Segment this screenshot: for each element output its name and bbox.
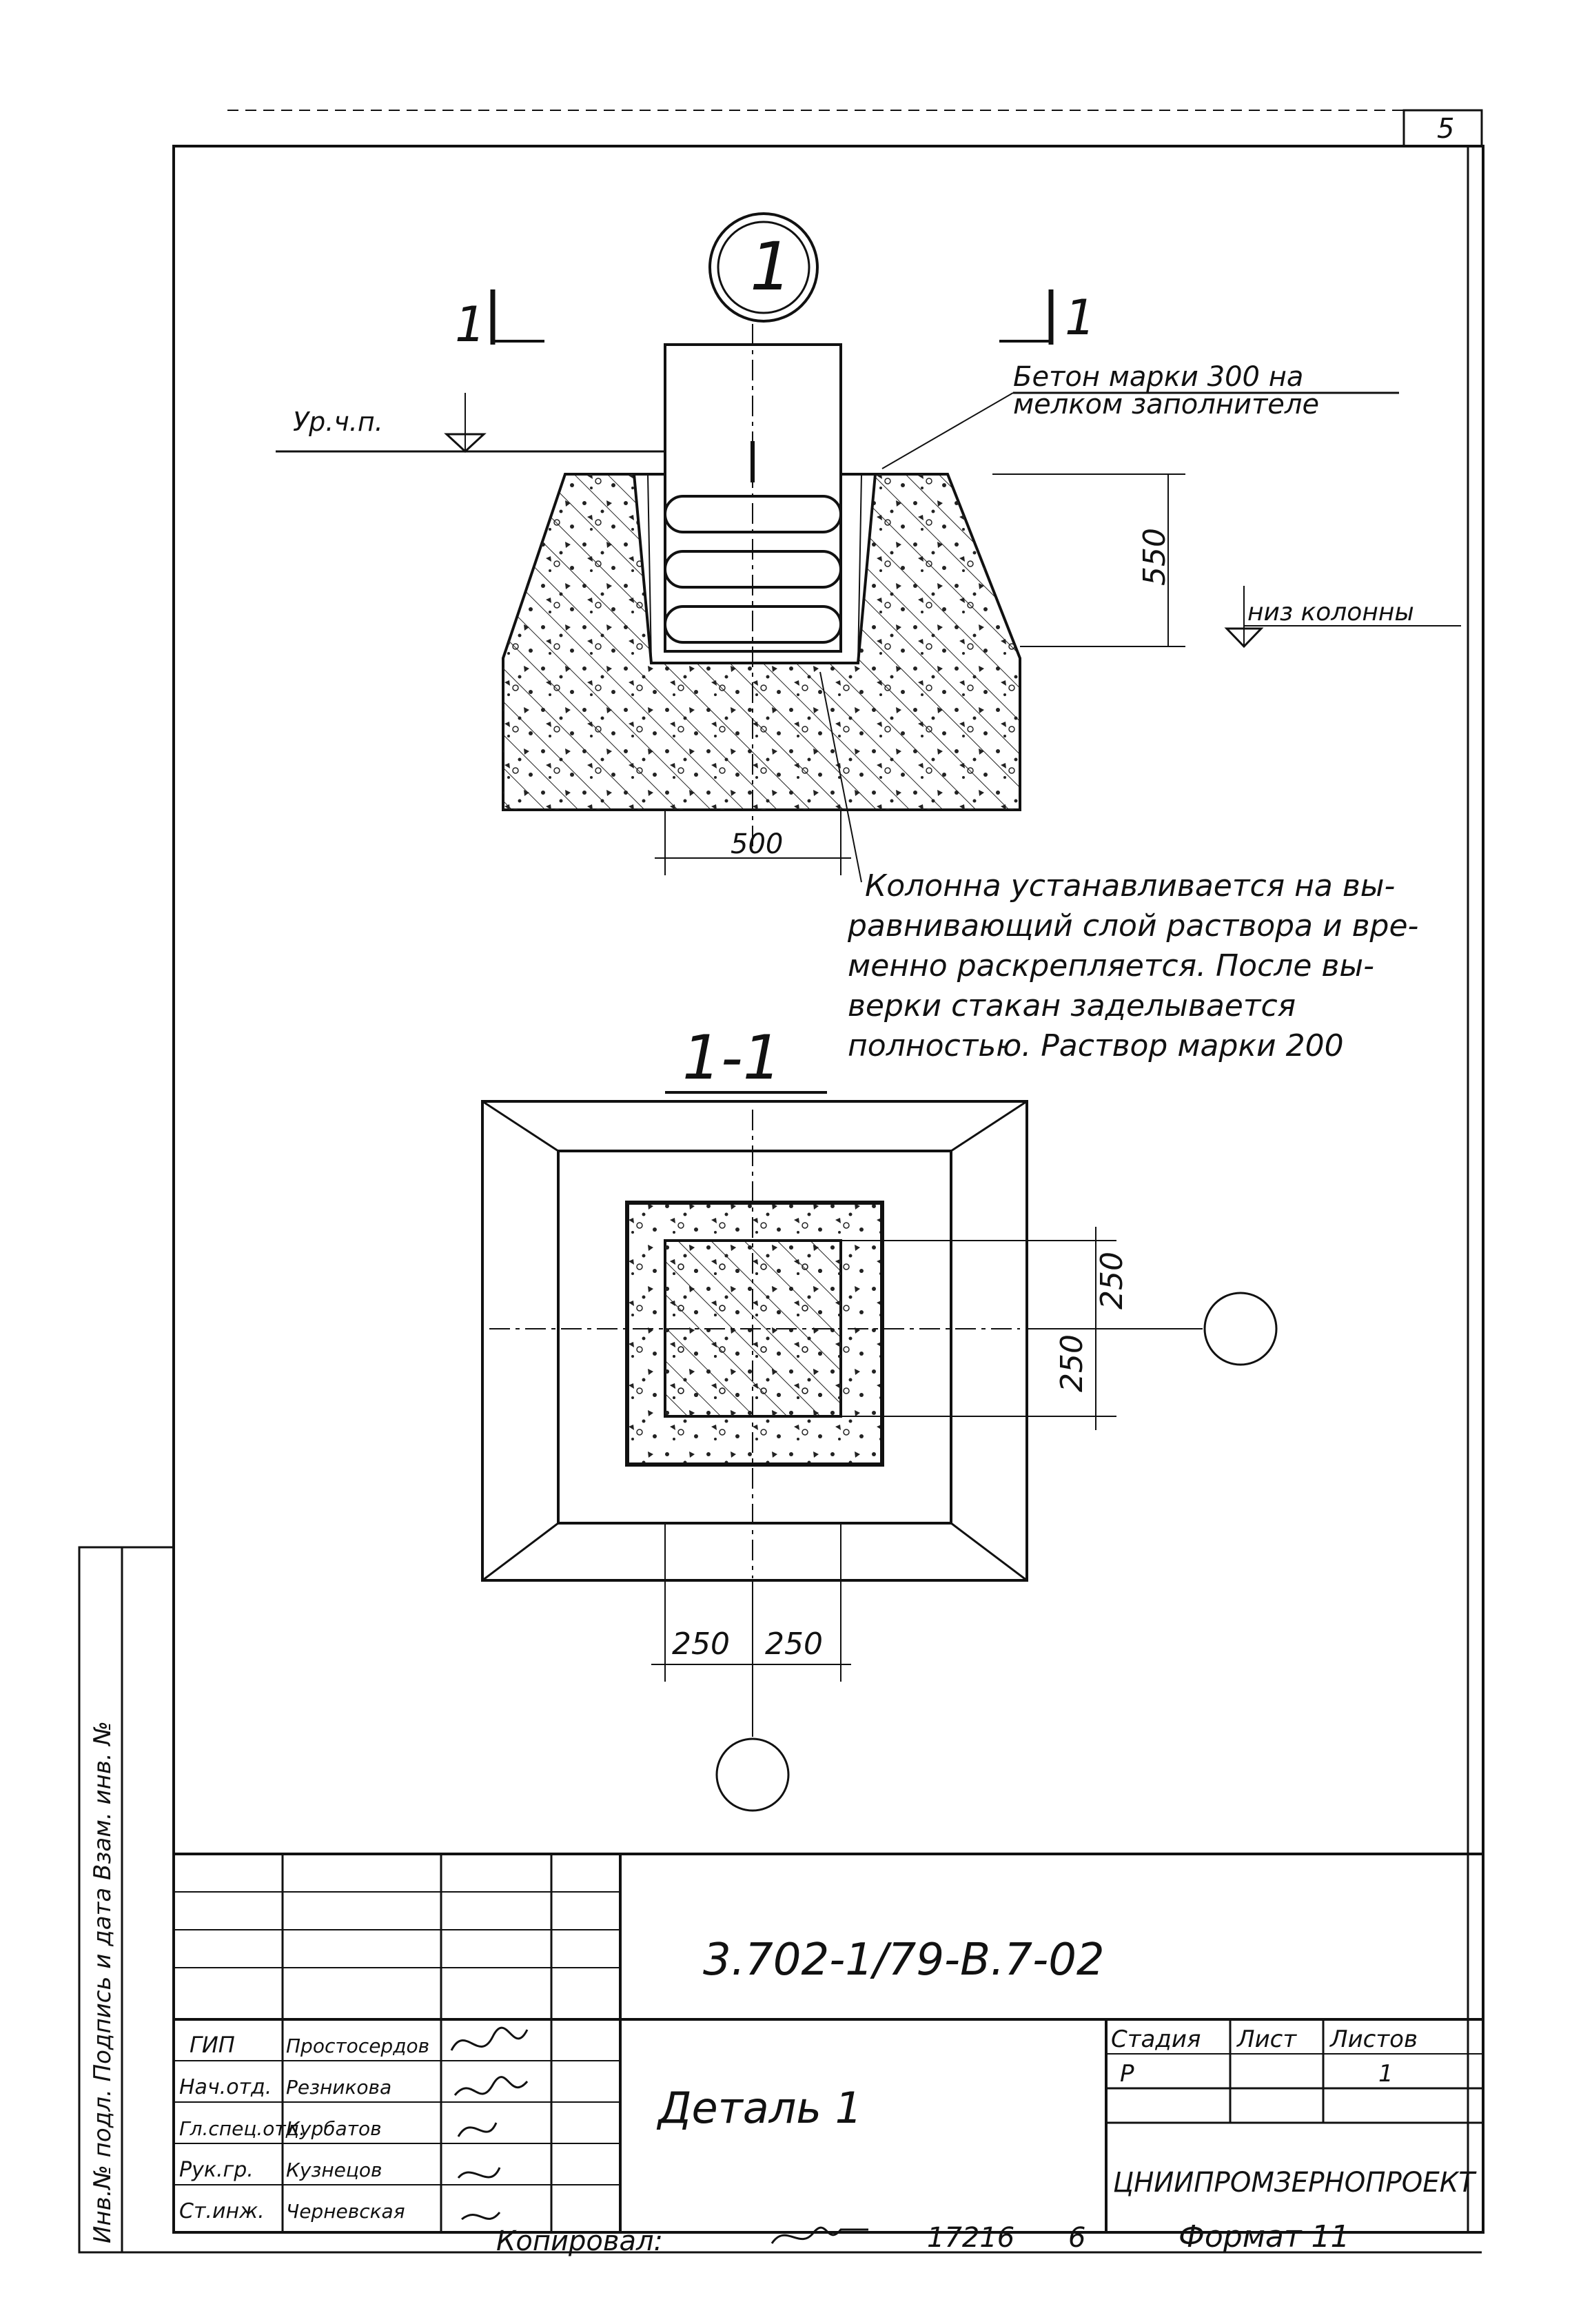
svg-text:Лист: Лист — [1236, 2026, 1297, 2053]
svg-text:Стадия: Стадия — [1111, 2026, 1201, 2053]
svg-text:Простосердов: Простосердов — [286, 2035, 429, 2057]
ground-level-mark: Ур.ч.п. — [276, 393, 665, 453]
svg-text:Ст.инж.: Ст.инж. — [179, 2199, 265, 2223]
svg-text:Р: Р — [1120, 2060, 1134, 2088]
svg-text:равнивающий слой раствора и вр: равнивающий слой раствора и вре- — [847, 908, 1418, 944]
svg-text:17216: 17216 — [927, 2222, 1014, 2254]
depth-dimension: 550 — [992, 473, 1185, 647]
doc-title: Деталь 1 — [656, 2083, 862, 2133]
installation-note: Колонна устанавливается на вы- равнивающ… — [819, 671, 1418, 1063]
foundation-plan — [481, 1100, 1028, 1582]
svg-text:Копировал:: Копировал: — [496, 2225, 663, 2257]
svg-text:1: 1 — [455, 296, 486, 353]
plan-dims-right: 250 250 — [841, 1227, 1278, 1430]
svg-text:1: 1 — [1065, 289, 1096, 346]
svg-text:Колонна устанавливается на вы-: Колонна устанавливается на вы- — [865, 868, 1395, 904]
svg-text:мелком заполнителе: мелком заполнителе — [1013, 389, 1319, 420]
copier-signature — [771, 2226, 868, 2244]
footer: Копировал: 17216 6 Формат 11 — [496, 2219, 1350, 2257]
svg-text:Курбатов: Курбатов — [286, 2117, 382, 2140]
svg-text:1: 1 — [1378, 2060, 1394, 2088]
svg-text:6: 6 — [1068, 2222, 1085, 2254]
svg-text:полностью. Раствор марки 200: полностью. Раствор марки 200 — [848, 1028, 1344, 1063]
svg-text:250: 250 — [672, 1627, 730, 1662]
svg-text:Резникова: Резникова — [286, 2076, 391, 2099]
detail-marker: 1 — [708, 212, 819, 323]
plan-dims-bottom: 250 250 — [651, 1523, 851, 1812]
svg-text:Черневская: Черневская — [286, 2200, 405, 2223]
section-title: 1-1 — [665, 1022, 827, 1094]
signature-marks — [450, 2026, 529, 2221]
svg-text:Рук.гр.: Рук.гр. — [179, 2158, 254, 2182]
svg-text:Гл.спец.отд.: Гл.спец.отд. — [179, 2117, 305, 2140]
detail-marker-number: 1 — [750, 228, 792, 305]
svg-text:верки стакан заделывается: верки стакан заделывается — [848, 988, 1296, 1023]
side-stamp: Инв.№ подл. Подпись и дата Взам. инв. № — [78, 1546, 174, 2254]
svg-text:Ур.ч.п.: Ур.ч.п. — [293, 407, 383, 437]
doc-code: 3.702-1/79-В.7-02 — [703, 1935, 1105, 1986]
svg-text:500: 500 — [731, 828, 783, 860]
section-marker-left: 1 — [455, 289, 544, 353]
svg-text:низ колонны: низ колонны — [1247, 598, 1414, 626]
foundation-elevation — [502, 324, 1021, 848]
svg-text:Бетон марки 300 на: Бетон марки 300 на — [1013, 361, 1303, 393]
sheet-number: 5 — [1437, 113, 1454, 145]
organization-name: ЦНИИПРОМЗЕРНОПРОЕКТ — [1113, 2167, 1477, 2199]
section-marker-right: 1 — [999, 289, 1096, 346]
svg-text:Листов: Листов — [1329, 2026, 1418, 2053]
svg-text:менно раскрепляется. После вы-: менно раскрепляется. После вы- — [848, 948, 1374, 983]
svg-text:Формат 11: Формат 11 — [1178, 2219, 1350, 2254]
svg-text:250: 250 — [1094, 1252, 1130, 1309]
svg-text:250: 250 — [1054, 1334, 1090, 1392]
column-bottom-mark: низ колонны — [1224, 586, 1461, 649]
svg-text:ГИП: ГИП — [190, 2032, 235, 2058]
svg-text:Инв.№ подл. Подпись и дата Вза: Инв.№ подл. Подпись и дата Взам. инв. № — [89, 1721, 116, 2243]
svg-text:1-1: 1-1 — [682, 1022, 782, 1093]
svg-text:Кузнецов: Кузнецов — [286, 2159, 382, 2181]
dim-500: 500 — [655, 810, 851, 875]
svg-text:550: 550 — [1137, 528, 1172, 586]
concrete-note: Бетон марки 300 на мелком заполнителе — [881, 361, 1399, 469]
svg-text:250: 250 — [765, 1627, 823, 1662]
svg-text:Нач.отд.: Нач.отд. — [179, 2075, 272, 2099]
title-block: 3.702-1/79-В.7-02 Деталь 1 ГИП Нач.отд. … — [174, 1853, 1482, 2232]
